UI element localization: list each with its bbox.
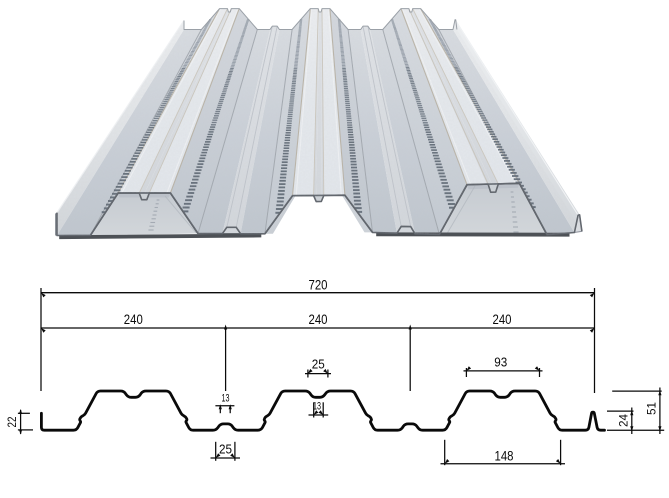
svg-text:13: 13 [222,393,230,405]
svg-text:240: 240 [309,312,328,327]
svg-text:51: 51 [645,402,659,415]
svg-text:148: 148 [495,449,514,464]
svg-text:24: 24 [617,414,631,427]
svg-text:720: 720 [309,278,328,293]
svg-text:93: 93 [494,355,507,370]
svg-text:25: 25 [219,442,232,457]
svg-text:25: 25 [312,357,325,372]
svg-text:240: 240 [493,312,512,327]
svg-text:240: 240 [124,312,143,327]
svg-text:22: 22 [7,417,19,428]
svg-text:13: 13 [313,401,321,413]
